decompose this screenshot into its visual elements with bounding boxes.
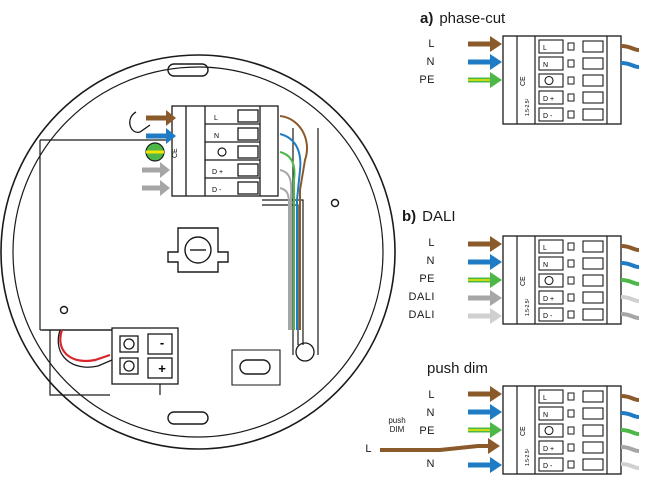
outgoing-wire	[620, 278, 640, 286]
outgoing-wire	[620, 312, 640, 320]
block-terminal-mark: D +	[543, 446, 554, 453]
section-a-letter: a)	[420, 10, 434, 27]
arrow-a-l	[468, 36, 502, 52]
outgoing-wire	[620, 428, 640, 436]
earth-symbol-icon	[217, 147, 227, 157]
terminal-mark-n: N	[214, 133, 219, 140]
arrow-b-pe	[468, 272, 502, 288]
inner-rim	[12, 66, 384, 438]
outgoing-wire	[620, 61, 640, 69]
earth-symbol-icon	[544, 425, 554, 436]
label-c-l: L	[428, 389, 435, 401]
label-a-pe: PE	[419, 74, 435, 86]
arrow-c-bottom-n	[468, 457, 502, 473]
arrow-b-l	[468, 236, 502, 252]
base-minus-mark: -	[160, 335, 164, 350]
rating-text: 1.5-2.5²	[525, 98, 531, 116]
earth-symbol-icon	[544, 75, 554, 86]
section-c-title: push dim	[427, 360, 488, 377]
rating-text: 1.5-2.5²	[525, 298, 531, 316]
section-b-name: DALI	[422, 208, 456, 225]
outgoing-wire	[620, 244, 640, 252]
outgoing-wire	[620, 261, 640, 269]
label-c-push-l: L	[365, 443, 372, 455]
section-b-letter: b)	[402, 208, 417, 225]
outgoing-wire	[620, 411, 640, 419]
section-a-title: a) phase-cut	[420, 10, 505, 27]
arrow-a-n	[468, 54, 502, 70]
block-terminal-mark: N	[543, 412, 548, 419]
ce-mark-icon: CE	[520, 426, 527, 436]
label-c-bottom-n: N	[426, 458, 435, 470]
arrow-a-pe	[468, 72, 502, 88]
arrow-b-n	[468, 254, 502, 270]
label-b-l: L	[428, 237, 435, 249]
arrow-b-dali-1	[468, 290, 502, 306]
block-terminal-mark: D +	[543, 296, 554, 303]
section-c-name: push dim	[427, 360, 488, 377]
block-terminal-mark: D -	[543, 313, 553, 320]
base-terminal-block	[111, 327, 179, 385]
block-terminal-mark: N	[543, 262, 548, 269]
ce-mark-icon: CE	[520, 76, 527, 86]
outgoing-wire	[620, 295, 640, 303]
earth-symbol-icon	[544, 275, 554, 286]
outgoing-wire	[620, 44, 640, 52]
terminal-block-c: LND +D -CE1.5-2.5²	[380, 385, 640, 475]
main-terminal-block	[171, 105, 279, 197]
label-c-pe: PE	[419, 425, 435, 437]
label-b-dali-2: DALI	[408, 309, 435, 321]
label-a-l: L	[428, 38, 435, 50]
terminal-mark-dminus: D -	[212, 187, 222, 194]
section-b-title: b) DALI	[402, 208, 456, 225]
arrow-c-n	[468, 404, 502, 420]
label-a-n: N	[426, 56, 435, 68]
ce-mark-icon: CE	[172, 148, 179, 158]
push-dim-wire	[380, 438, 500, 454]
arrow-b-dali-2	[468, 308, 502, 324]
block-terminal-mark: N	[543, 62, 548, 69]
block-terminal-mark: D +	[543, 96, 554, 103]
block-terminal-mark: D -	[543, 113, 553, 120]
block-terminal-mark: D -	[543, 463, 553, 470]
outgoing-wire	[620, 445, 640, 453]
outgoing-wire	[620, 462, 640, 470]
block-terminal-mark: L	[543, 45, 547, 52]
section-a-name: phase-cut	[439, 10, 506, 27]
label-c-n: N	[426, 407, 435, 419]
red-wire	[59, 329, 111, 363]
arrow-c-l	[468, 386, 502, 402]
outer-rim	[0, 54, 396, 450]
terminal-block-b: L N D + D - CE 1.5-2.5²	[468, 235, 640, 325]
base-outgoing-wires	[279, 115, 308, 330]
block-terminal-mark: L	[543, 395, 547, 402]
base-plus-mark: +	[158, 361, 166, 376]
label-b-dali-1: DALI	[408, 291, 435, 303]
ce-mark-icon: CE	[520, 276, 527, 286]
rating-text: 1.5-2.5²	[525, 448, 531, 466]
block-terminal-mark: L	[543, 245, 547, 252]
terminal-mark-l: L	[214, 115, 218, 122]
label-b-n: N	[426, 255, 435, 267]
outgoing-wire	[620, 394, 640, 402]
terminal-block-a: L N D + D - CE 1.5-2.5²	[468, 35, 640, 125]
push-dim-label: push DIM	[388, 416, 406, 434]
base-wire-arrows	[142, 110, 176, 196]
arrow-c-pe	[468, 422, 502, 438]
label-b-pe: PE	[419, 273, 435, 285]
terminal-mark-dplus: D +	[212, 169, 223, 176]
